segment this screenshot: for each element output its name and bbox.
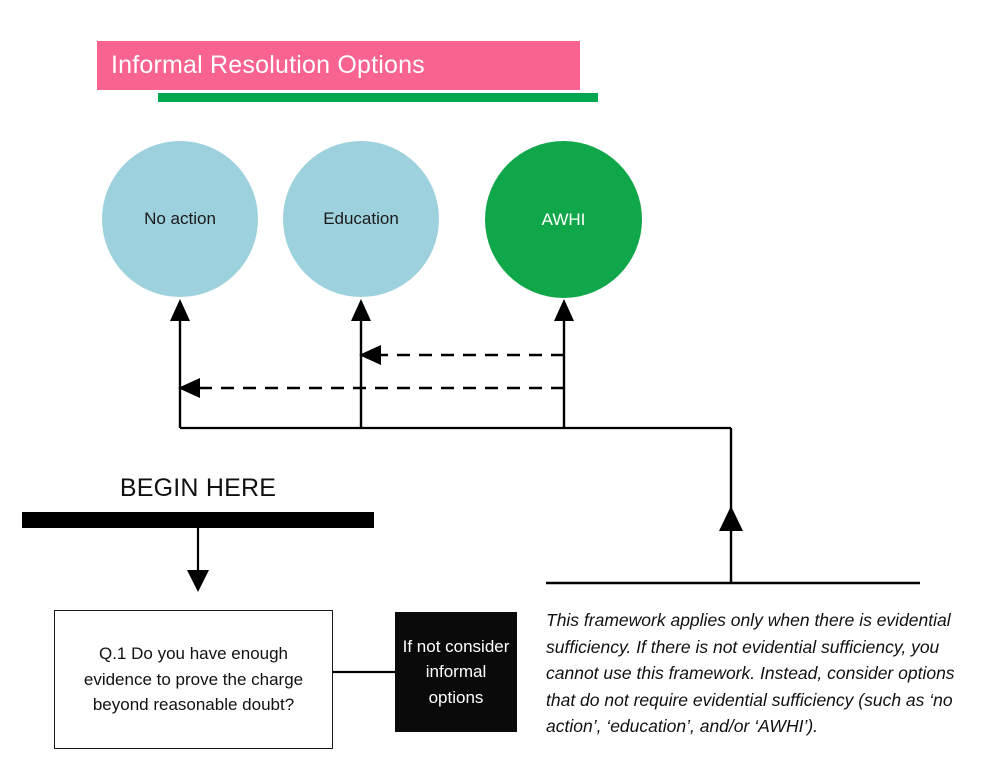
begin-here-bar [22, 512, 374, 528]
begin-here-label: BEGIN HERE [119, 474, 277, 502]
awhi-to-education-dashed-arrow [359, 345, 381, 365]
page-title: Informal Resolution Options [111, 50, 425, 79]
option-circle-awhi[interactable]: AWHI [485, 141, 642, 298]
no-action-up-arrow [170, 299, 190, 321]
note-up-arrow [719, 506, 743, 531]
question-box-text: Q.1 Do you have enough evidence to prove… [83, 644, 304, 715]
header-title-bar: Informal Resolution Options [97, 41, 580, 90]
informal-options-box[interactable]: If not consider informal options [395, 612, 517, 732]
informal-options-box-text: If not consider informal options [402, 637, 510, 707]
awhi-to-no-action-dashed-arrow [178, 378, 200, 398]
framework-note-text: This framework applies only when there i… [546, 610, 955, 737]
awhi-up-arrow [554, 299, 574, 321]
option-circle-awhi-label: AWHI [541, 209, 586, 229]
header-underline-bar [158, 93, 598, 102]
education-up-arrow [351, 299, 371, 321]
begin-here-down-arrow [187, 570, 209, 592]
option-circle-education-label: Education [323, 209, 399, 229]
option-circle-education[interactable]: Education [283, 141, 439, 297]
option-circle-no-action[interactable]: No action [102, 141, 258, 297]
question-box[interactable]: Q.1 Do you have enough evidence to prove… [54, 610, 333, 749]
option-circle-no-action-label: No action [144, 209, 216, 229]
